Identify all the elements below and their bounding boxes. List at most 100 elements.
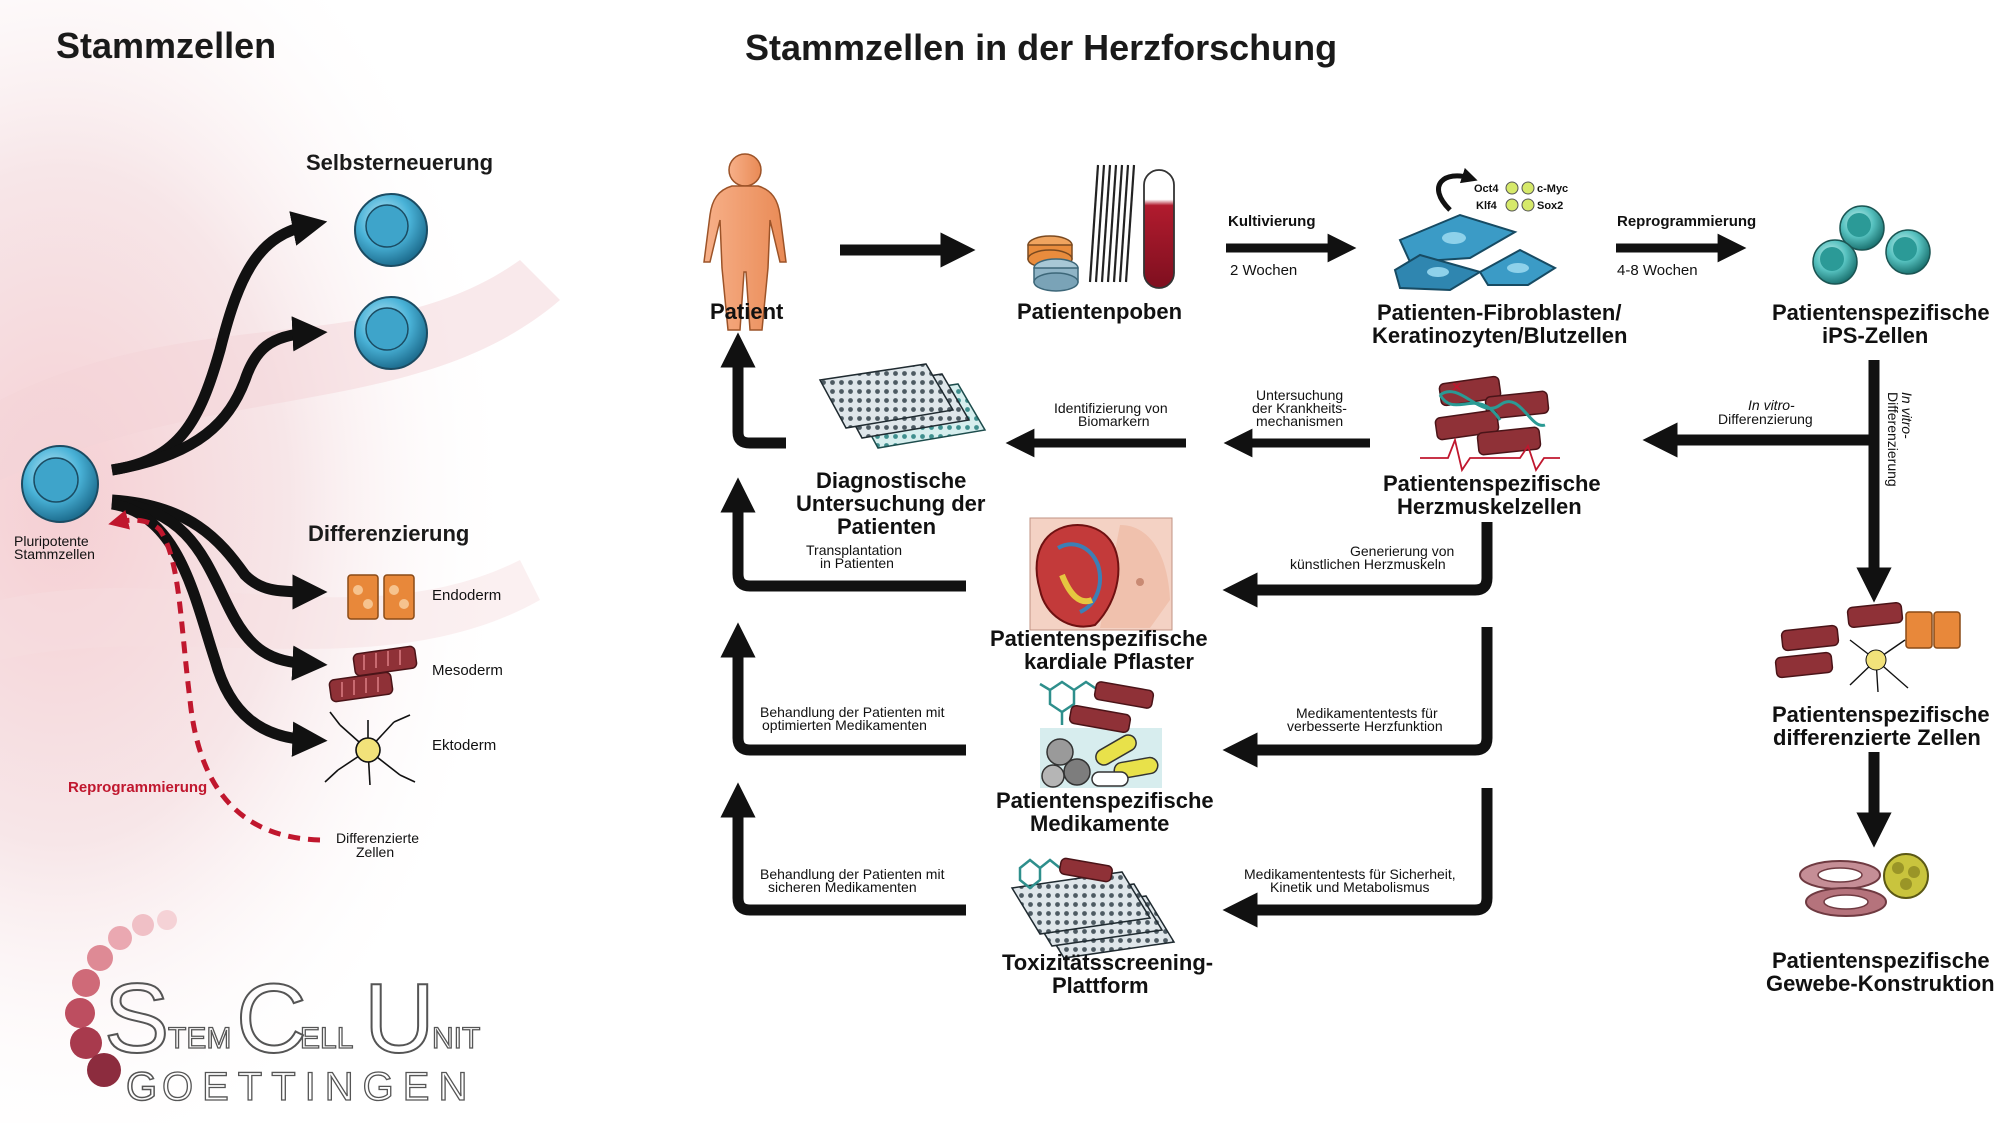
patient-label: Patient xyxy=(710,299,784,324)
safety-label-line2: Kinetik und Metabolismus xyxy=(1270,879,1430,895)
endoderm-label: Endoderm xyxy=(432,587,501,604)
diagnostic-plates-icon xyxy=(818,363,987,449)
logo-tem: TEM xyxy=(168,1022,231,1055)
left-panel: Selbsterneuerung Differenzierung Pluripo… xyxy=(14,150,503,860)
cultivation-label: Kultivierung xyxy=(1228,213,1316,230)
ektoderm-label: Ektoderm xyxy=(432,737,496,754)
svg-text:×: × xyxy=(1452,379,1461,396)
logo-ell: ELL xyxy=(300,1022,353,1055)
arrow-transplantation xyxy=(720,477,966,592)
tissue-label-line1: Patientenspezifische xyxy=(1772,948,1990,973)
differentiated-cells-icon xyxy=(1774,601,1961,693)
ips-cells-icon xyxy=(1812,205,1931,285)
treat-safe-label-line1: Behandlung der Patienten mit xyxy=(760,866,945,882)
ips-label-line1: Patientenspezifische xyxy=(1772,300,1990,325)
tox-label-line1: Toxizitätsscreening- xyxy=(1002,950,1213,975)
mesoderm-icon xyxy=(328,645,418,703)
diagnostic-label-line3: Patienten xyxy=(837,514,936,539)
biomarker-label-line2: Biomarkern xyxy=(1078,413,1150,429)
mesoderm-label: Mesoderm xyxy=(432,662,503,679)
reprogramming-label: Reprogrammierung xyxy=(68,779,207,796)
arrow-drug-test xyxy=(1222,627,1493,768)
invitro-b-label-line1: In vitro- xyxy=(1899,392,1915,439)
self-renewal-nucleus-1 xyxy=(365,204,409,248)
treat-opt-label-line1: Behandlung der Patienten mit xyxy=(760,704,945,720)
self-renewal-label: Selbsterneuerung xyxy=(306,150,493,175)
blood-tube-icon xyxy=(1143,169,1175,289)
tissue-construct-icon xyxy=(1799,853,1929,917)
cardiomyocytes-label-line2: Herzmuskelzellen xyxy=(1397,494,1582,519)
two-weeks-label: 2 Wochen xyxy=(1230,262,1297,279)
patch-label-line2: kardiale Pflaster xyxy=(1024,649,1194,674)
arrow-artificial-muscle xyxy=(1222,522,1493,608)
invitro-b-label-line2: Differenzierung xyxy=(1885,392,1901,487)
medications-icon xyxy=(1039,680,1162,788)
arrow-diagnostic-to-patient xyxy=(720,332,786,449)
toxicity-platform-icon xyxy=(1010,857,1176,959)
invitro-a-label-line1: In vitro- xyxy=(1748,397,1795,413)
scu-goettingen-logo: S TEM C ELL U NIT G OETTINGEN xyxy=(65,910,481,1110)
arrow-safety-test xyxy=(1222,788,1493,928)
cardiomyocytes-label-line1: Patientenspezifische xyxy=(1383,471,1601,496)
left-title: Stammzellen xyxy=(56,25,276,66)
sample-dishes-icon xyxy=(1027,235,1079,292)
factor-klf4: Klf4 xyxy=(1476,200,1498,212)
four-eight-weeks-label: 4-8 Wochen xyxy=(1617,262,1698,279)
main-title: Stammzellen in der Herzforschung xyxy=(745,27,1337,68)
artificial-label-line2: künstlichen Herzmuskeln xyxy=(1290,556,1446,572)
disease-label-line1: Untersuchung xyxy=(1256,387,1343,403)
hair-sample-icon xyxy=(1088,164,1136,283)
differentiation-label: Differenzierung xyxy=(308,521,469,546)
ektoderm-neuron-icon xyxy=(324,711,416,786)
background-streak-2 xyxy=(0,560,540,660)
arrow-self-renewal-2 xyxy=(111,316,328,476)
cardiac-patch-icon xyxy=(1029,517,1173,631)
pluripotent-label-line1: Pluripotente xyxy=(14,533,89,549)
self-renewal-nucleus-2 xyxy=(365,307,409,351)
pluripotent-nucleus-icon xyxy=(33,457,79,503)
diffcells-label-line1: Patientenspezifische xyxy=(1772,702,1990,727)
endoderm-icon xyxy=(347,574,415,620)
transplant-label-line1: Transplantation xyxy=(806,542,902,558)
drugs-label-line1: Patientenspezifische xyxy=(996,788,1214,813)
treat-opt-label-line2: optimierten Medikamenten xyxy=(762,717,927,733)
disease-label-line2: der Krankheits- xyxy=(1252,400,1347,416)
factor-cmyc: c-Myc xyxy=(1537,183,1568,195)
logo-s: S xyxy=(104,963,169,1073)
logo-c: C xyxy=(236,963,307,1073)
diffcells-label-line2: differenzierte Zellen xyxy=(1773,725,1981,750)
fibroblasts-label-line2: Keratinozyten/Blutzellen xyxy=(1372,323,1627,348)
arrow-endoderm xyxy=(111,494,328,610)
diagnostic-label-line2: Untersuchung der xyxy=(796,491,986,516)
ips-label-line2: iPS-Zellen xyxy=(1822,323,1928,348)
arrow-treatment-optimized xyxy=(720,622,966,756)
drugtest-label-line2: verbesserte Herzfunktion xyxy=(1287,718,1443,734)
disease-label-line3: mechanismen xyxy=(1256,413,1343,429)
reprogramming-dashed-arrow xyxy=(108,509,321,843)
logo-u: U xyxy=(364,963,435,1073)
fibroblasts-label-line1: Patienten-Fibroblasten/ xyxy=(1377,300,1621,325)
arrow-mesoderm xyxy=(111,496,328,681)
artificial-label-line1: Generierung von xyxy=(1350,543,1454,559)
tox-label-line2: Plattform xyxy=(1052,973,1149,998)
fibroblasts-icon xyxy=(1393,167,1558,292)
samples-label: Patientenpoben xyxy=(1017,299,1182,324)
pluripotent-label-line2: Stammzellen xyxy=(14,546,95,562)
transplant-label-line2: in Patienten xyxy=(820,555,894,571)
patient-body-icon xyxy=(703,153,787,331)
patch-label-line1: Patientenspezifische xyxy=(990,626,1208,651)
invitro-a-label-line2: Differenzierung xyxy=(1718,411,1813,427)
drugs-label-line2: Medikamente xyxy=(1030,811,1169,836)
diagnostic-label-line1: Diagnostische xyxy=(816,468,966,493)
logo-g: G xyxy=(126,1065,157,1109)
drugtest-label-line1: Medikamententests für xyxy=(1296,705,1438,721)
yamanaka-factors: Oct4 c-Myc Klf4 Sox2 xyxy=(1474,181,1568,212)
reprogramming-edge-label: Reprogrammierung xyxy=(1617,213,1756,230)
factor-sox2: Sox2 xyxy=(1537,200,1563,212)
safety-label-line1: Medikamententests für Sicherheit, xyxy=(1244,866,1456,882)
arrow-treatment-safe xyxy=(720,782,966,916)
logo-dots-icon xyxy=(65,910,177,1087)
differentiated-cells-label-line1: Differenzierte xyxy=(336,830,419,846)
biomarker-label-line1: Identifizierung von xyxy=(1054,400,1168,416)
